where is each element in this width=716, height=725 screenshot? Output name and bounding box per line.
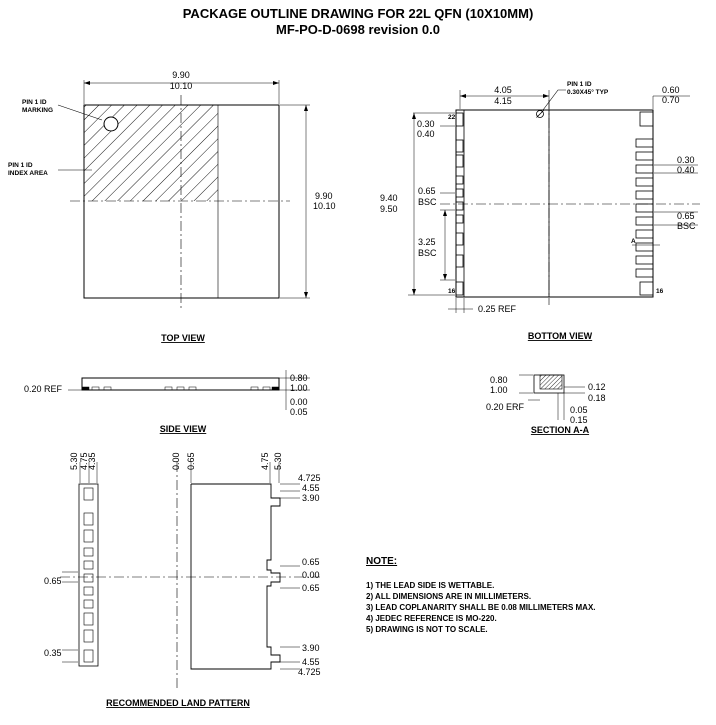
side-standoff-max: 0.05 — [290, 407, 308, 417]
land-x-475-left: 4.75 — [79, 452, 89, 470]
side-view-caption: SIDE VIEW — [160, 424, 207, 434]
land-y-065-bottom: 0.65 — [302, 583, 320, 593]
section-standoff-min: 0.05 — [570, 405, 588, 415]
top-height-min: 9.90 — [315, 191, 333, 201]
pin1-marking-dot — [103, 116, 119, 132]
land-x-065: 0.65 — [186, 452, 196, 470]
top-width-min: 9.90 — [172, 70, 190, 80]
pin-16-left-label: 16 — [448, 288, 456, 295]
section-aa — [519, 374, 585, 420]
top-width-max: 10.10 — [170, 81, 193, 91]
bottom-view-caption: BOTTOM VIEW — [528, 331, 593, 341]
note-4: 4) JEDEC REFERENCE IS MO-220. — [366, 614, 497, 623]
span-bsc: BSC — [418, 248, 437, 258]
pin1-id-circle — [536, 110, 544, 118]
side-height-max: 1.00 — [290, 383, 308, 393]
land-x-530-left: 5.30 — [69, 452, 79, 470]
lead-width-right-max: 0.40 — [677, 165, 695, 175]
pin1-marking-label-2: MARKING — [22, 107, 53, 114]
side-view-body — [81, 377, 280, 391]
land-y-4725-top: 4.725 — [298, 473, 321, 483]
land-pad-size: 0.35 — [44, 648, 62, 658]
lead-width-right-min: 0.30 — [677, 155, 695, 165]
land-y-455-bottom: 4.55 — [302, 657, 320, 667]
section-thick-max: 0.18 — [588, 393, 606, 403]
pin-16-right-label: 16 — [656, 288, 664, 295]
pitch-right-bsc: BSC — [677, 221, 696, 231]
bottom-view-body — [455, 109, 654, 298]
land-pitch: 0.65 — [44, 576, 62, 586]
left-pad-column — [78, 483, 99, 667]
pitch-left-bsc: BSC — [418, 197, 437, 207]
pitch-right: 0.65 — [677, 211, 695, 221]
lead-length-min: 0.60 — [662, 85, 680, 95]
section-height-min: 0.80 — [490, 375, 508, 385]
pin-22-label: 22 — [448, 114, 456, 121]
pin1-area-label-2: INDEX AREA — [8, 170, 48, 177]
drawing-title: PACKAGE OUTLINE DRAWING FOR 22L QFN (10X… — [182, 6, 534, 21]
section-height-max: 1.00 — [490, 385, 508, 395]
body-length-min: 9.40 — [380, 193, 398, 203]
top-view-caption: TOP VIEW — [161, 333, 205, 343]
span-dim: 3.25 — [418, 237, 436, 247]
land-y-000: 0.00 — [302, 570, 320, 580]
section-standoff-max: 0.15 — [570, 415, 588, 425]
note-1: 1) THE LEAD SIDE IS WETTABLE. — [366, 581, 494, 590]
land-y-390-top: 3.90 — [302, 493, 320, 503]
pin1-area-label-1: PIN 1 ID — [8, 162, 33, 169]
note-5: 5) DRAWING IS NOT TO SCALE. — [366, 625, 488, 634]
lead-width-top-max: 0.40 — [417, 129, 435, 139]
section-mark-a: A — [631, 238, 636, 245]
pad-width-max: 4.15 — [494, 96, 512, 106]
notes-heading: NOTE: — [366, 556, 397, 567]
body-length-max: 9.50 — [380, 204, 398, 214]
lead-width-top-min: 0.30 — [417, 119, 435, 129]
pin1-chamfer-label: 0.30X45° TYP — [567, 88, 609, 96]
section-erf: 0.20 ERF — [486, 402, 525, 412]
section-thick-min: 0.12 — [588, 382, 606, 392]
land-x-475-right: 4.75 — [260, 452, 270, 470]
land-y-455-top: 4.55 — [302, 483, 320, 493]
land-pad-outline — [190, 483, 281, 670]
pin1-id-label: PIN 1 ID — [567, 81, 592, 88]
land-pattern — [60, 462, 320, 690]
land-y-390-bottom: 3.90 — [302, 643, 320, 653]
land-pattern-caption: RECOMMENDED LAND PATTERN — [106, 698, 250, 708]
lead-length-max: 0.70 — [662, 95, 680, 105]
section-caption: SECTION A-A — [531, 425, 590, 435]
pin1-index-area — [84, 105, 218, 201]
notes: NOTE: 1) THE LEAD SIDE IS WETTABLE. 2) A… — [366, 556, 596, 634]
land-x-435-left: 4.35 — [87, 452, 97, 470]
land-x-530-right: 5.30 — [273, 452, 283, 470]
top-view — [57, 80, 310, 310]
land-y-4725-bottom: 4.725 — [298, 667, 321, 677]
top-height-max: 10.10 — [313, 201, 336, 211]
land-x-000: 0.00 — [171, 452, 181, 470]
side-ref: 0.20 REF — [24, 384, 63, 394]
document-number: MF-PO-D-0698 revision 0.0 — [276, 22, 440, 37]
pitch-left: 0.65 — [418, 186, 436, 196]
note-2: 2) ALL DIMENSIONS ARE IN MILLIMETERS. — [366, 592, 531, 601]
ref-dim: 0.25 REF — [478, 304, 517, 314]
section-lead — [539, 374, 563, 390]
side-view — [68, 370, 310, 410]
side-standoff-min: 0.00 — [290, 397, 308, 407]
pin1-marking-label-1: PIN 1 ID — [22, 99, 47, 106]
pad-width-min: 4.05 — [494, 85, 512, 95]
note-3: 3) LEAD COPLANARITY SHALL BE 0.08 MILLIM… — [366, 603, 596, 612]
bottom-view — [408, 89, 700, 313]
exposed-pad-left — [463, 109, 550, 298]
side-height-min: 0.80 — [290, 373, 308, 383]
land-y-065-top: 0.65 — [302, 557, 320, 567]
